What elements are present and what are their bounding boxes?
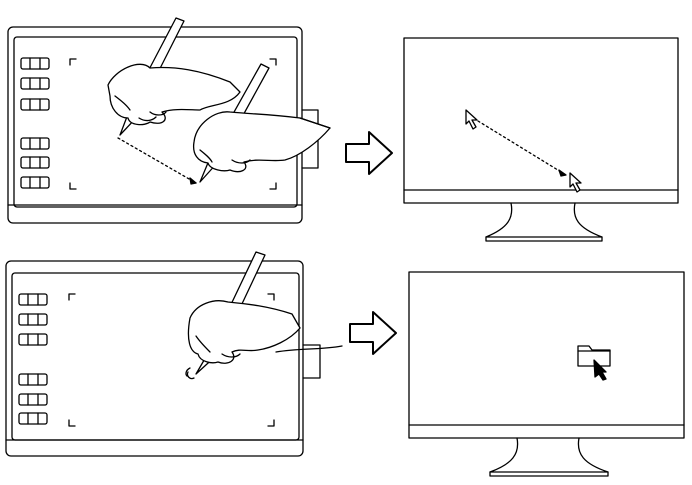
arrow-cursor-icon bbox=[465, 109, 478, 130]
express-key bbox=[18, 293, 48, 306]
arrow-cursor-icon bbox=[593, 359, 607, 381]
express-key bbox=[18, 393, 48, 406]
express-key bbox=[20, 98, 50, 111]
hand-icon bbox=[107, 63, 241, 126]
tablet-bottom bbox=[5, 260, 321, 457]
active-area-corners bbox=[68, 293, 275, 427]
panel-top bbox=[7, 17, 679, 242]
panel-bottom bbox=[5, 251, 685, 477]
express-key bbox=[18, 333, 48, 346]
monitor-bottom bbox=[408, 271, 685, 477]
express-keys-top bbox=[20, 57, 50, 189]
drag-path bbox=[117, 137, 197, 185]
arrow-cursor-icon bbox=[569, 172, 582, 193]
folder-icon bbox=[577, 345, 611, 367]
express-key bbox=[20, 57, 50, 70]
hand-icon bbox=[192, 111, 331, 173]
active-area-corners bbox=[69, 58, 277, 190]
hollow-arrow-icon bbox=[345, 131, 393, 175]
express-key bbox=[20, 77, 50, 90]
express-key bbox=[20, 137, 50, 150]
express-key bbox=[18, 373, 48, 386]
express-key bbox=[20, 176, 50, 189]
pointer-path bbox=[477, 120, 567, 177]
express-key bbox=[20, 156, 50, 169]
express-key bbox=[18, 412, 48, 425]
tap-mark-icon bbox=[185, 367, 195, 380]
hand-icon bbox=[187, 300, 343, 364]
hollow-arrow-icon bbox=[349, 311, 397, 355]
monitor-top bbox=[403, 37, 679, 242]
express-keys-bottom bbox=[18, 293, 48, 425]
express-key bbox=[18, 313, 48, 326]
